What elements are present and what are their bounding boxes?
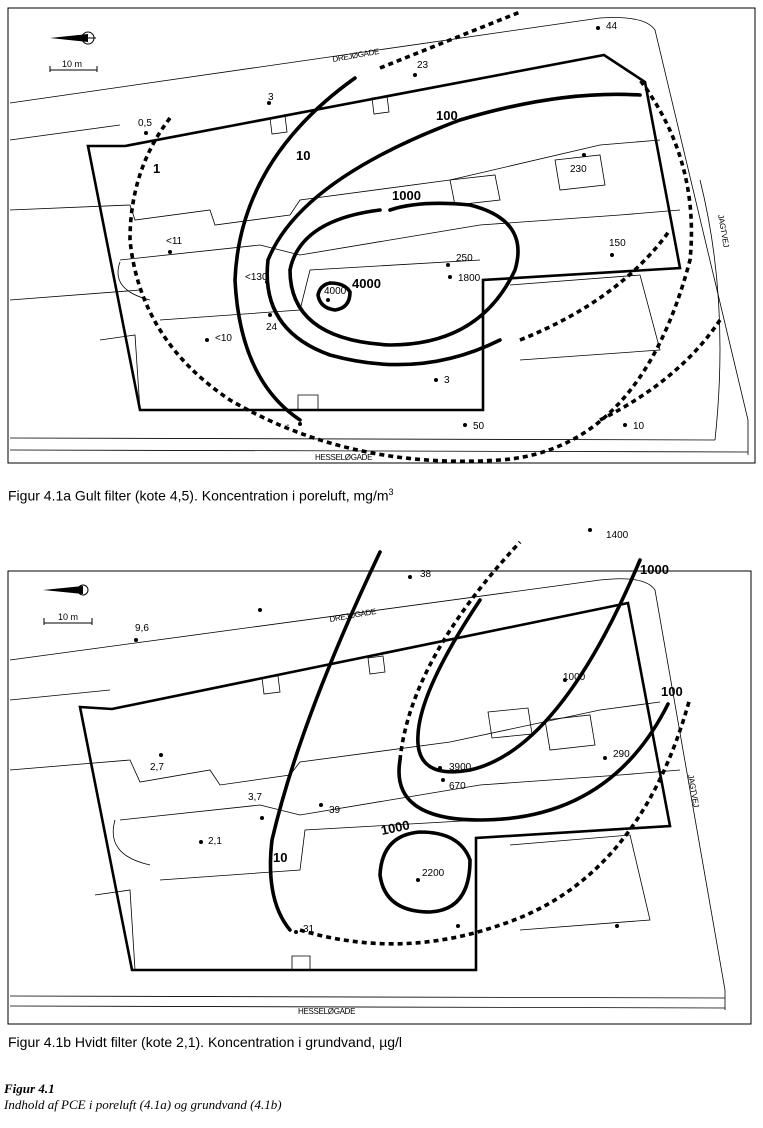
street-name-east: JAGTVEJ <box>686 774 701 808</box>
sample-value: 39 <box>329 805 341 816</box>
sample-value: 10 <box>633 421 645 432</box>
sample-value: 290 <box>613 749 630 760</box>
site-boundary <box>78 601 672 972</box>
concentration-isolines <box>128 10 722 464</box>
sample-value: 150 <box>609 238 626 249</box>
sample-value: 2,7 <box>150 762 164 773</box>
sample-value: 1800 <box>458 273 481 284</box>
isoline-label: 10 <box>296 148 310 163</box>
sample-value: 670 <box>449 781 466 792</box>
sample-value: 38 <box>420 569 432 580</box>
sample-value: 23 <box>417 60 429 71</box>
caption-4-1a: Figur 4.1a Gult filter (kote 4,5). Konce… <box>8 487 394 504</box>
site-boundary <box>86 53 682 412</box>
sample-value: <130 <box>245 272 268 283</box>
concentration-isolines <box>268 540 692 946</box>
isoline-label: 100 <box>661 684 683 699</box>
map-frame-border <box>7 7 756 464</box>
sample-value: 1400 <box>606 530 629 541</box>
north-arrow-icon <box>50 31 96 45</box>
street-outlines <box>9 578 726 1010</box>
sample-value: 4000 <box>324 286 347 297</box>
north-arrow-icon <box>43 584 89 596</box>
scale-bar <box>43 618 93 625</box>
sample-value: <10 <box>215 333 232 344</box>
isoline-label: 4000 <box>352 276 381 291</box>
sample-value: 0,5 <box>138 118 152 129</box>
sample-points <box>144 26 627 427</box>
street-name-south: HESSELØGADE <box>315 453 372 462</box>
street-name-east: JAGTVEJ <box>716 214 731 248</box>
sample-value: 44 <box>606 21 618 32</box>
sample-value: 3,7 <box>248 792 262 803</box>
map-frame-border <box>7 570 752 1025</box>
sample-points <box>134 528 619 934</box>
sample-value: 31 <box>303 924 315 935</box>
sample-value: 1000 <box>563 672 586 683</box>
isoline-label: 1000 <box>392 188 421 203</box>
building-outlines <box>9 655 681 971</box>
caption-4-1b: Figur 4.1b Hvidt filter (kote 2,1). Konc… <box>8 1034 403 1050</box>
sample-value: 3900 <box>449 762 472 773</box>
scale-bar <box>49 66 98 72</box>
map-4-1b-drawing: 10 m DREJØGADE HESSELØGADE JAGTVEJ 10 10… <box>7 528 752 1025</box>
street-outlines <box>9 17 749 455</box>
isoline-label: 10 <box>273 850 287 865</box>
street-name-south: HESSELØGADE <box>298 1007 355 1016</box>
figure-subtitle: Indhold af PCE i poreluft (4.1a) og grun… <box>4 1097 282 1112</box>
figure-title: Figur 4.1 <box>4 1081 55 1096</box>
sample-value: 3 <box>268 92 274 103</box>
sample-value: 24 <box>266 322 278 333</box>
map-4-1a-drawing: 10 m DREJØGADE HESSELØGADE JAGTVEJ <box>7 7 756 464</box>
map-4-1a: 10 m DREJØGADE HESSELØGADE JAGTVEJ <box>0 0 763 470</box>
sample-value: 2,1 <box>208 836 222 847</box>
isoline-label: 1000 <box>380 817 411 838</box>
sample-value: 2200 <box>422 868 445 879</box>
sample-value: 230 <box>570 164 587 175</box>
sample-value: 3 <box>444 375 450 386</box>
isoline-label: 1 <box>153 161 160 176</box>
sample-value: 50 <box>473 421 485 432</box>
sample-value: <11 <box>166 236 183 247</box>
map-4-1b: 10 m DREJØGADE HESSELØGADE JAGTVEJ 10 10… <box>0 520 763 1030</box>
sample-value: 9,6 <box>135 623 149 634</box>
sample-value: 250 <box>456 253 473 264</box>
building-outlines <box>9 95 681 411</box>
scale-label: 10 m <box>62 59 82 69</box>
sample-value: - <box>286 420 289 431</box>
isoline-label: 100 <box>436 108 458 123</box>
scale-label: 10 m <box>58 612 78 622</box>
street-name-north: DREJØGADE <box>332 47 380 64</box>
isoline-label: 1000 <box>640 562 669 577</box>
